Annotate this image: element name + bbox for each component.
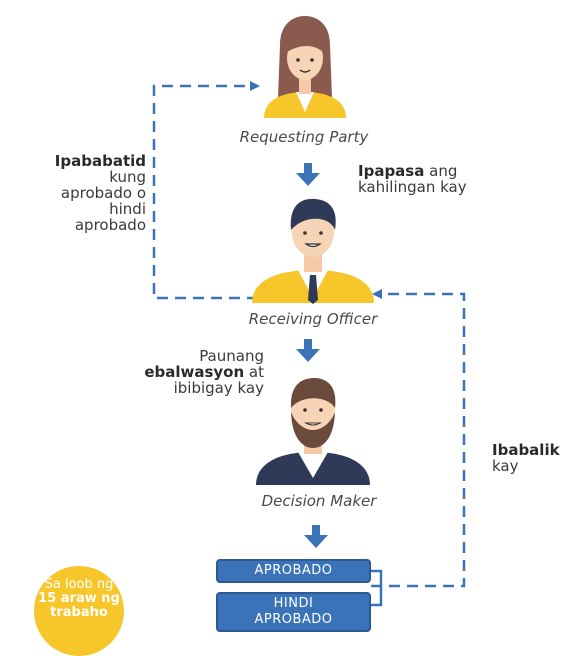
evaluation-note-bold: ebalwasyon <box>144 363 245 381</box>
evaluation-note-line3: ibibigay kay <box>173 379 264 397</box>
down-arrow-1 <box>296 163 320 186</box>
return-note: Ibabalik kay <box>492 442 560 474</box>
time-limit-line2: 15 araw ng <box>38 591 120 606</box>
evaluation-note-line1: Paunang <box>199 347 264 365</box>
down-arrow-3 <box>304 525 328 548</box>
approved-outcome: APROBADO <box>216 559 371 583</box>
outcome-bracket <box>371 569 383 607</box>
forward-note-rest: ang <box>424 162 458 180</box>
notify-note-line: aprobado <box>74 216 146 234</box>
diagram-graphics <box>152 16 466 607</box>
time-limit-badge: Sa loob ng 15 araw ng trabaho <box>34 566 124 656</box>
not-approved-line2: APROBADO <box>254 612 333 627</box>
evaluation-note-rest: at <box>244 363 264 381</box>
notify-loop-line <box>152 81 260 300</box>
not-approved-line1: HINDI <box>273 596 314 611</box>
notify-note: Ipababatid kung aprobado o hindi aprobad… <box>10 153 146 233</box>
requesting-party-label: Requesting Party <box>239 128 369 146</box>
notify-note-line: aprobado o <box>60 184 146 202</box>
forward-note-bold: Ipapasa <box>358 162 425 180</box>
process-flow-diagram: Requesting Party Receiving Officer Decis… <box>10 16 560 656</box>
notify-note-bold: Ipababatid <box>54 152 146 170</box>
decision-maker-avatar <box>256 378 370 485</box>
requesting-party-avatar <box>264 16 346 118</box>
forward-note-line2: kahilingan kay <box>358 178 467 196</box>
decision-maker-label: Decision Maker <box>261 492 377 510</box>
not-approved-outcome: HINDI APROBADO <box>216 592 371 632</box>
down-arrow-2 <box>296 339 320 362</box>
evaluation-note: Paunang ebalwasyon at ibibigay kay <box>130 348 264 396</box>
receiving-officer-avatar <box>252 198 374 304</box>
receiving-officer-label: Receiving Officer <box>248 310 378 328</box>
return-loop-line <box>371 289 466 588</box>
return-note-bold: Ibabalik <box>492 441 560 459</box>
time-limit-line3: trabaho <box>50 605 108 620</box>
forward-note: Ipapasa ang kahilingan kay <box>358 163 467 195</box>
return-note-line2: kay <box>492 457 519 475</box>
notify-note-line: kung <box>109 168 146 186</box>
notify-note-line: hindi <box>109 200 146 218</box>
time-limit-line1: Sa loob ng <box>44 577 114 592</box>
